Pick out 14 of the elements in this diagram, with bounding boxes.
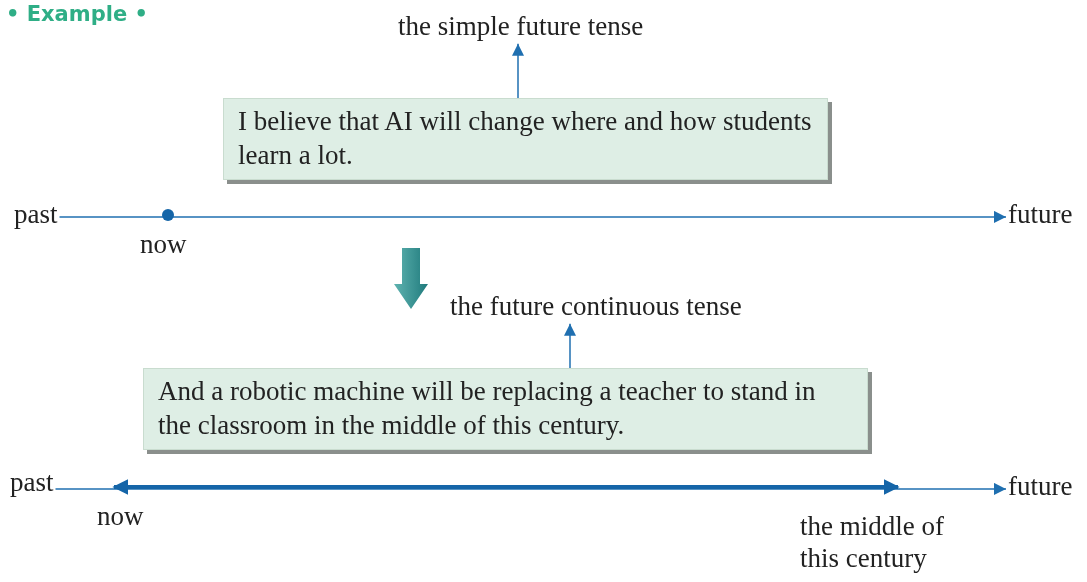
time-label: now [97,500,144,533]
timeline-end-label: future [1006,198,1075,232]
time-label: the middle of this century [800,510,945,575]
time-label: now [140,228,187,261]
timeline-end-label: past [12,198,60,232]
tense-label: the simple future tense [396,10,646,44]
timeline-end-label: past [8,466,56,500]
arrow [58,210,1007,223]
timeline-end-label: future [1006,470,1075,504]
tense-label: the future continuous tense [448,290,744,324]
arrow [54,482,1007,495]
arrow [564,323,576,369]
heading: • Example • [6,2,148,26]
arrow [512,43,524,99]
